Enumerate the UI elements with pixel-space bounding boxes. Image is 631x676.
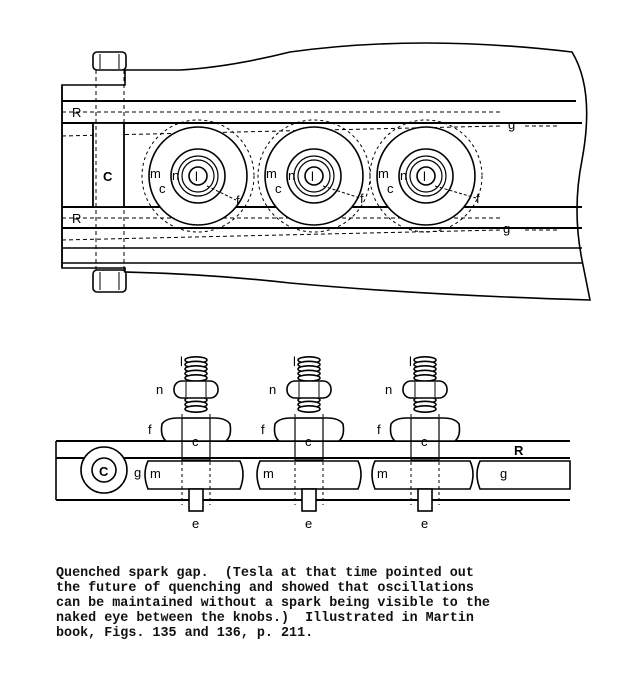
label-outer-ring-3: m — [378, 166, 389, 181]
top-view-figure — [61, 42, 591, 301]
electrode-assembly-3 — [389, 355, 461, 512]
label-rail-lower: R — [72, 211, 81, 226]
label-center-2: l — [311, 169, 314, 184]
caption-line: book, Figs. 135 and 136, p. 211. — [56, 626, 314, 641]
label-side-nut-2: n — [269, 382, 276, 397]
label-inner-ring-1: c — [159, 181, 166, 196]
label-outer-ring-1: m — [150, 166, 161, 181]
label-side-fin-3: f — [377, 422, 381, 437]
electrode-assembly-2 — [273, 355, 345, 512]
label-side-electrode-3: e — [421, 516, 428, 531]
label-knob-3: n — [400, 168, 407, 183]
label-side-core-1: c — [192, 434, 199, 449]
label-fin-1: f — [236, 193, 240, 208]
label-knob-1: n — [172, 168, 179, 183]
bolt-head-top — [92, 51, 127, 71]
label-side-fin-2: f — [261, 422, 265, 437]
label-side-core-2: c — [305, 434, 312, 449]
label-center-1: l — [195, 169, 198, 184]
side-crosspiece — [80, 446, 128, 494]
gap-unit-2 — [257, 119, 371, 233]
label-side-nut-3: n — [385, 382, 392, 397]
label-side-guide-right: g — [500, 466, 507, 481]
label-side-bolt-1: l — [180, 354, 183, 369]
side-view-figure — [55, 440, 571, 501]
label-side-plate-1: m — [150, 466, 161, 481]
label-side-nut-1: n — [156, 382, 163, 397]
label-side-crosspiece: C — [99, 464, 109, 479]
electrode-assembly-1 — [160, 355, 232, 512]
label-side-core-3: c — [421, 434, 428, 449]
label-side-fin-1: f — [148, 422, 152, 437]
side-view-labels: R C g g m m m — [99, 443, 524, 481]
label-side-plate-2: m — [263, 466, 274, 481]
label-side-electrode-2: e — [305, 516, 312, 531]
label-side-plate-3: m — [377, 466, 388, 481]
caption-line: can be maintained without a spark being … — [56, 596, 490, 611]
gap-unit-1 — [141, 119, 255, 233]
label-side-electrode-1: e — [192, 516, 199, 531]
label-rail-upper: R — [72, 105, 81, 120]
label-inner-ring-2: c — [275, 181, 282, 196]
figure-caption: Quenched spark gap. (Tesla at that time … — [56, 566, 616, 641]
label-inner-ring-3: c — [387, 181, 394, 196]
label-side-bolt-3: l — [409, 354, 412, 369]
caption-line: naked eye between the knobs.) Illustrate… — [56, 611, 474, 626]
label-fin-2: f — [360, 191, 364, 206]
label-knob-2: n — [288, 168, 295, 183]
label-side-rail: R — [514, 443, 524, 458]
label-guide-upper: g — [508, 117, 515, 132]
gap-unit-3 — [369, 119, 483, 233]
label-side-guide-left: g — [134, 465, 141, 480]
label-guide-lower: g — [503, 221, 510, 236]
caption-line: Quenched spark gap. (Tesla at that time … — [56, 566, 474, 581]
label-crosspiece: C — [103, 169, 113, 184]
label-side-bolt-2: l — [293, 354, 296, 369]
caption-line: the future of quenching and showed that … — [56, 581, 474, 596]
top-view-labels: R R C g g m c n l f m c n l f m c n l f — [72, 105, 515, 236]
bolt-head-bottom — [92, 269, 127, 293]
crosspiece — [92, 122, 125, 208]
label-fin-3: f — [476, 191, 480, 206]
label-center-3: l — [423, 169, 426, 184]
label-outer-ring-2: m — [266, 166, 277, 181]
